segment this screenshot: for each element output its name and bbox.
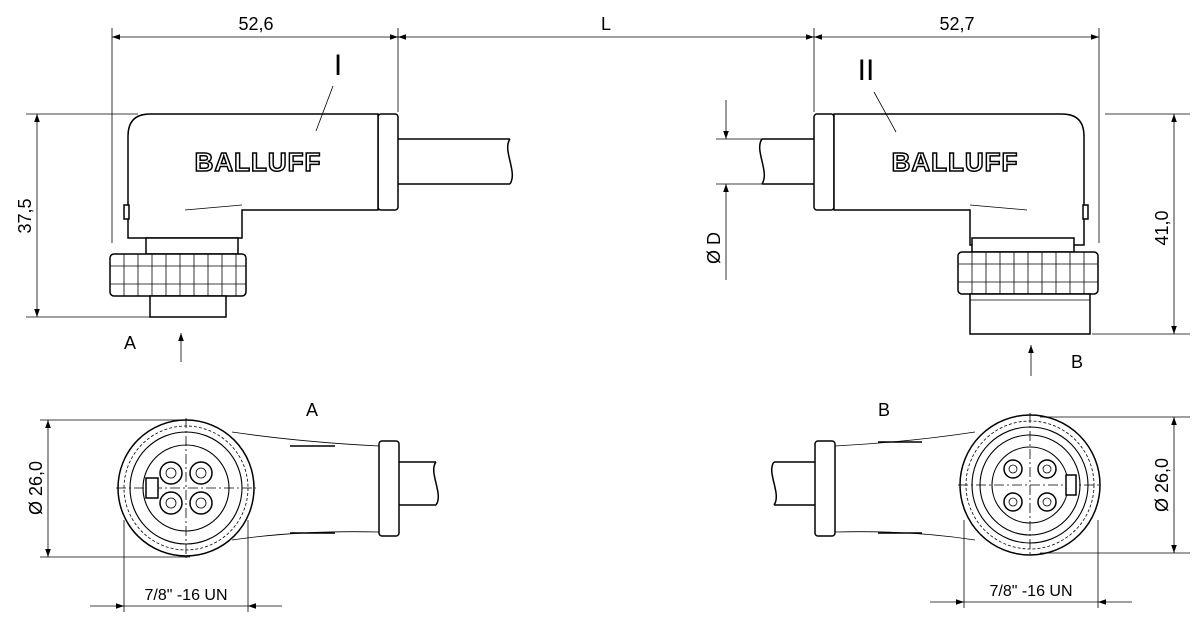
view-a-arrow-label: A	[124, 333, 136, 353]
connector-1-side-view: 37,5 BALLUFF I A	[15, 49, 513, 362]
left-width-label: 52,6	[238, 14, 273, 34]
right-width-label: 52,7	[939, 14, 974, 34]
view-b-front: B Ø 26,0 7/8" -16 UN	[771, 400, 1190, 608]
view-a-title: A	[306, 400, 318, 420]
connector-2-label: II	[858, 54, 875, 87]
connector-2-side-view: Ø D BALLUFF 41,0 II	[704, 54, 1190, 376]
cable-length-label: L	[601, 14, 611, 34]
connector-1-label: I	[334, 49, 342, 82]
left-face-diameter-label: Ø 26,0	[26, 461, 46, 515]
left-balluff-logo: BALLUFF	[195, 147, 322, 177]
view-b-title: B	[878, 400, 890, 420]
right-balluff-logo: BALLUFF	[892, 147, 1019, 177]
right-face-diameter-label: Ø 26,0	[1152, 458, 1172, 512]
left-thread-label: 7/8" -16 UN	[144, 587, 227, 604]
top-dimensions: 52,6 L 52,7	[111, 14, 1100, 243]
left-height-label: 37,5	[15, 198, 35, 233]
cable-diameter-label: Ø D	[704, 232, 724, 264]
right-height-label: 41,0	[1152, 210, 1172, 245]
right-thread-label: 7/8" -16 UN	[989, 583, 1072, 600]
view-a-front: A Ø 26,0 7/8" -16 UN	[26, 400, 439, 612]
view-b-arrow-label: B	[1071, 352, 1083, 372]
